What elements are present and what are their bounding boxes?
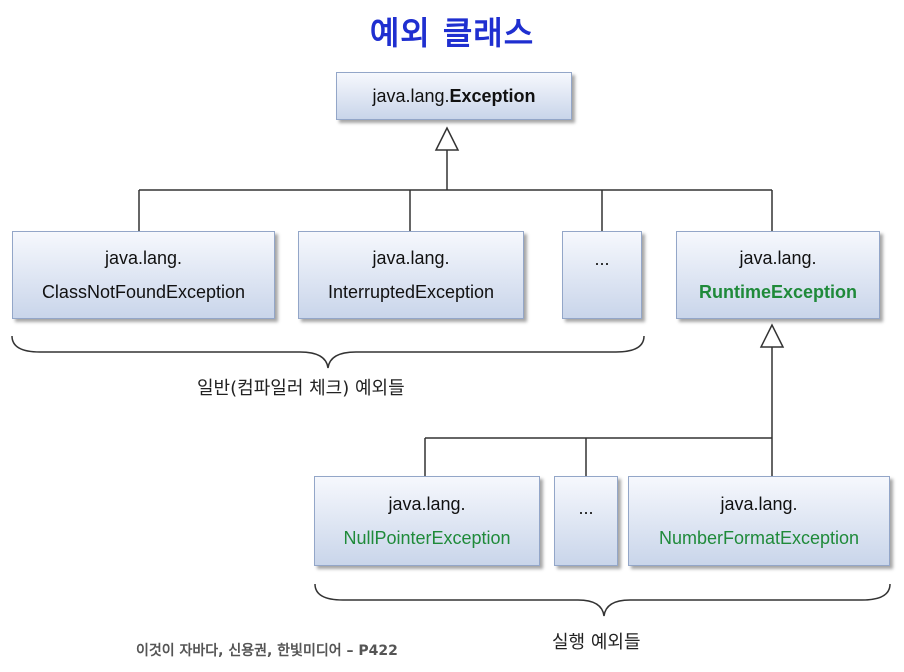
node-interrupted-name: InterruptedException [327, 282, 495, 302]
inheritance-arrow-runtime [759, 323, 785, 348]
node-ellipsis-runtime-text: ... [578, 498, 594, 518]
brace-runtime [314, 583, 891, 617]
node-numberformat-name: NumberFormatException [658, 528, 860, 548]
label-checked-exceptions: 일반(컴파일러 체크) 예외들 [197, 378, 405, 399]
node-nullpointer-pkg: java.lang. [388, 494, 466, 514]
node-interruptedexception: java.lang. InterruptedException [298, 231, 524, 319]
diagram-title: 예외 클래스 [369, 14, 535, 52]
node-exception-pkg: java.lang. [372, 86, 450, 106]
node-numberformat-pkg: java.lang. [720, 494, 798, 514]
node-interrupted-pkg: java.lang. [372, 248, 450, 268]
node-nullpointerexception: java.lang. NullPointerException [314, 476, 540, 566]
node-ellipsis-runtime: ... [554, 476, 618, 566]
node-ellipsis-checked-text: ... [594, 249, 610, 269]
node-runtimeexception: java.lang. RuntimeException [676, 231, 880, 319]
node-numberformatexception: java.lang. NumberFormatException [628, 476, 890, 566]
node-classnotfound-pkg: java.lang. [104, 248, 183, 268]
node-classnotfoundexception: java.lang. ClassNotFoundException [12, 231, 275, 319]
node-ellipsis-checked: ... [562, 231, 642, 319]
brace-checked [11, 335, 645, 369]
inheritance-arrow-exception [434, 126, 460, 151]
source-credit: 이것이 자바다, 신용권, 한빛미디어 – P422 [136, 643, 398, 659]
node-nullpointer-name: NullPointerException [343, 528, 511, 548]
node-classnotfound-name: ClassNotFoundException [41, 282, 246, 302]
node-runtime-name: RuntimeException [698, 282, 858, 302]
node-exception: java.lang.Exception [336, 72, 572, 120]
node-exception-name: Exception [449, 86, 536, 106]
node-runtime-pkg: java.lang. [739, 248, 817, 268]
label-runtime-exceptions: 실행 예외들 [552, 632, 641, 653]
